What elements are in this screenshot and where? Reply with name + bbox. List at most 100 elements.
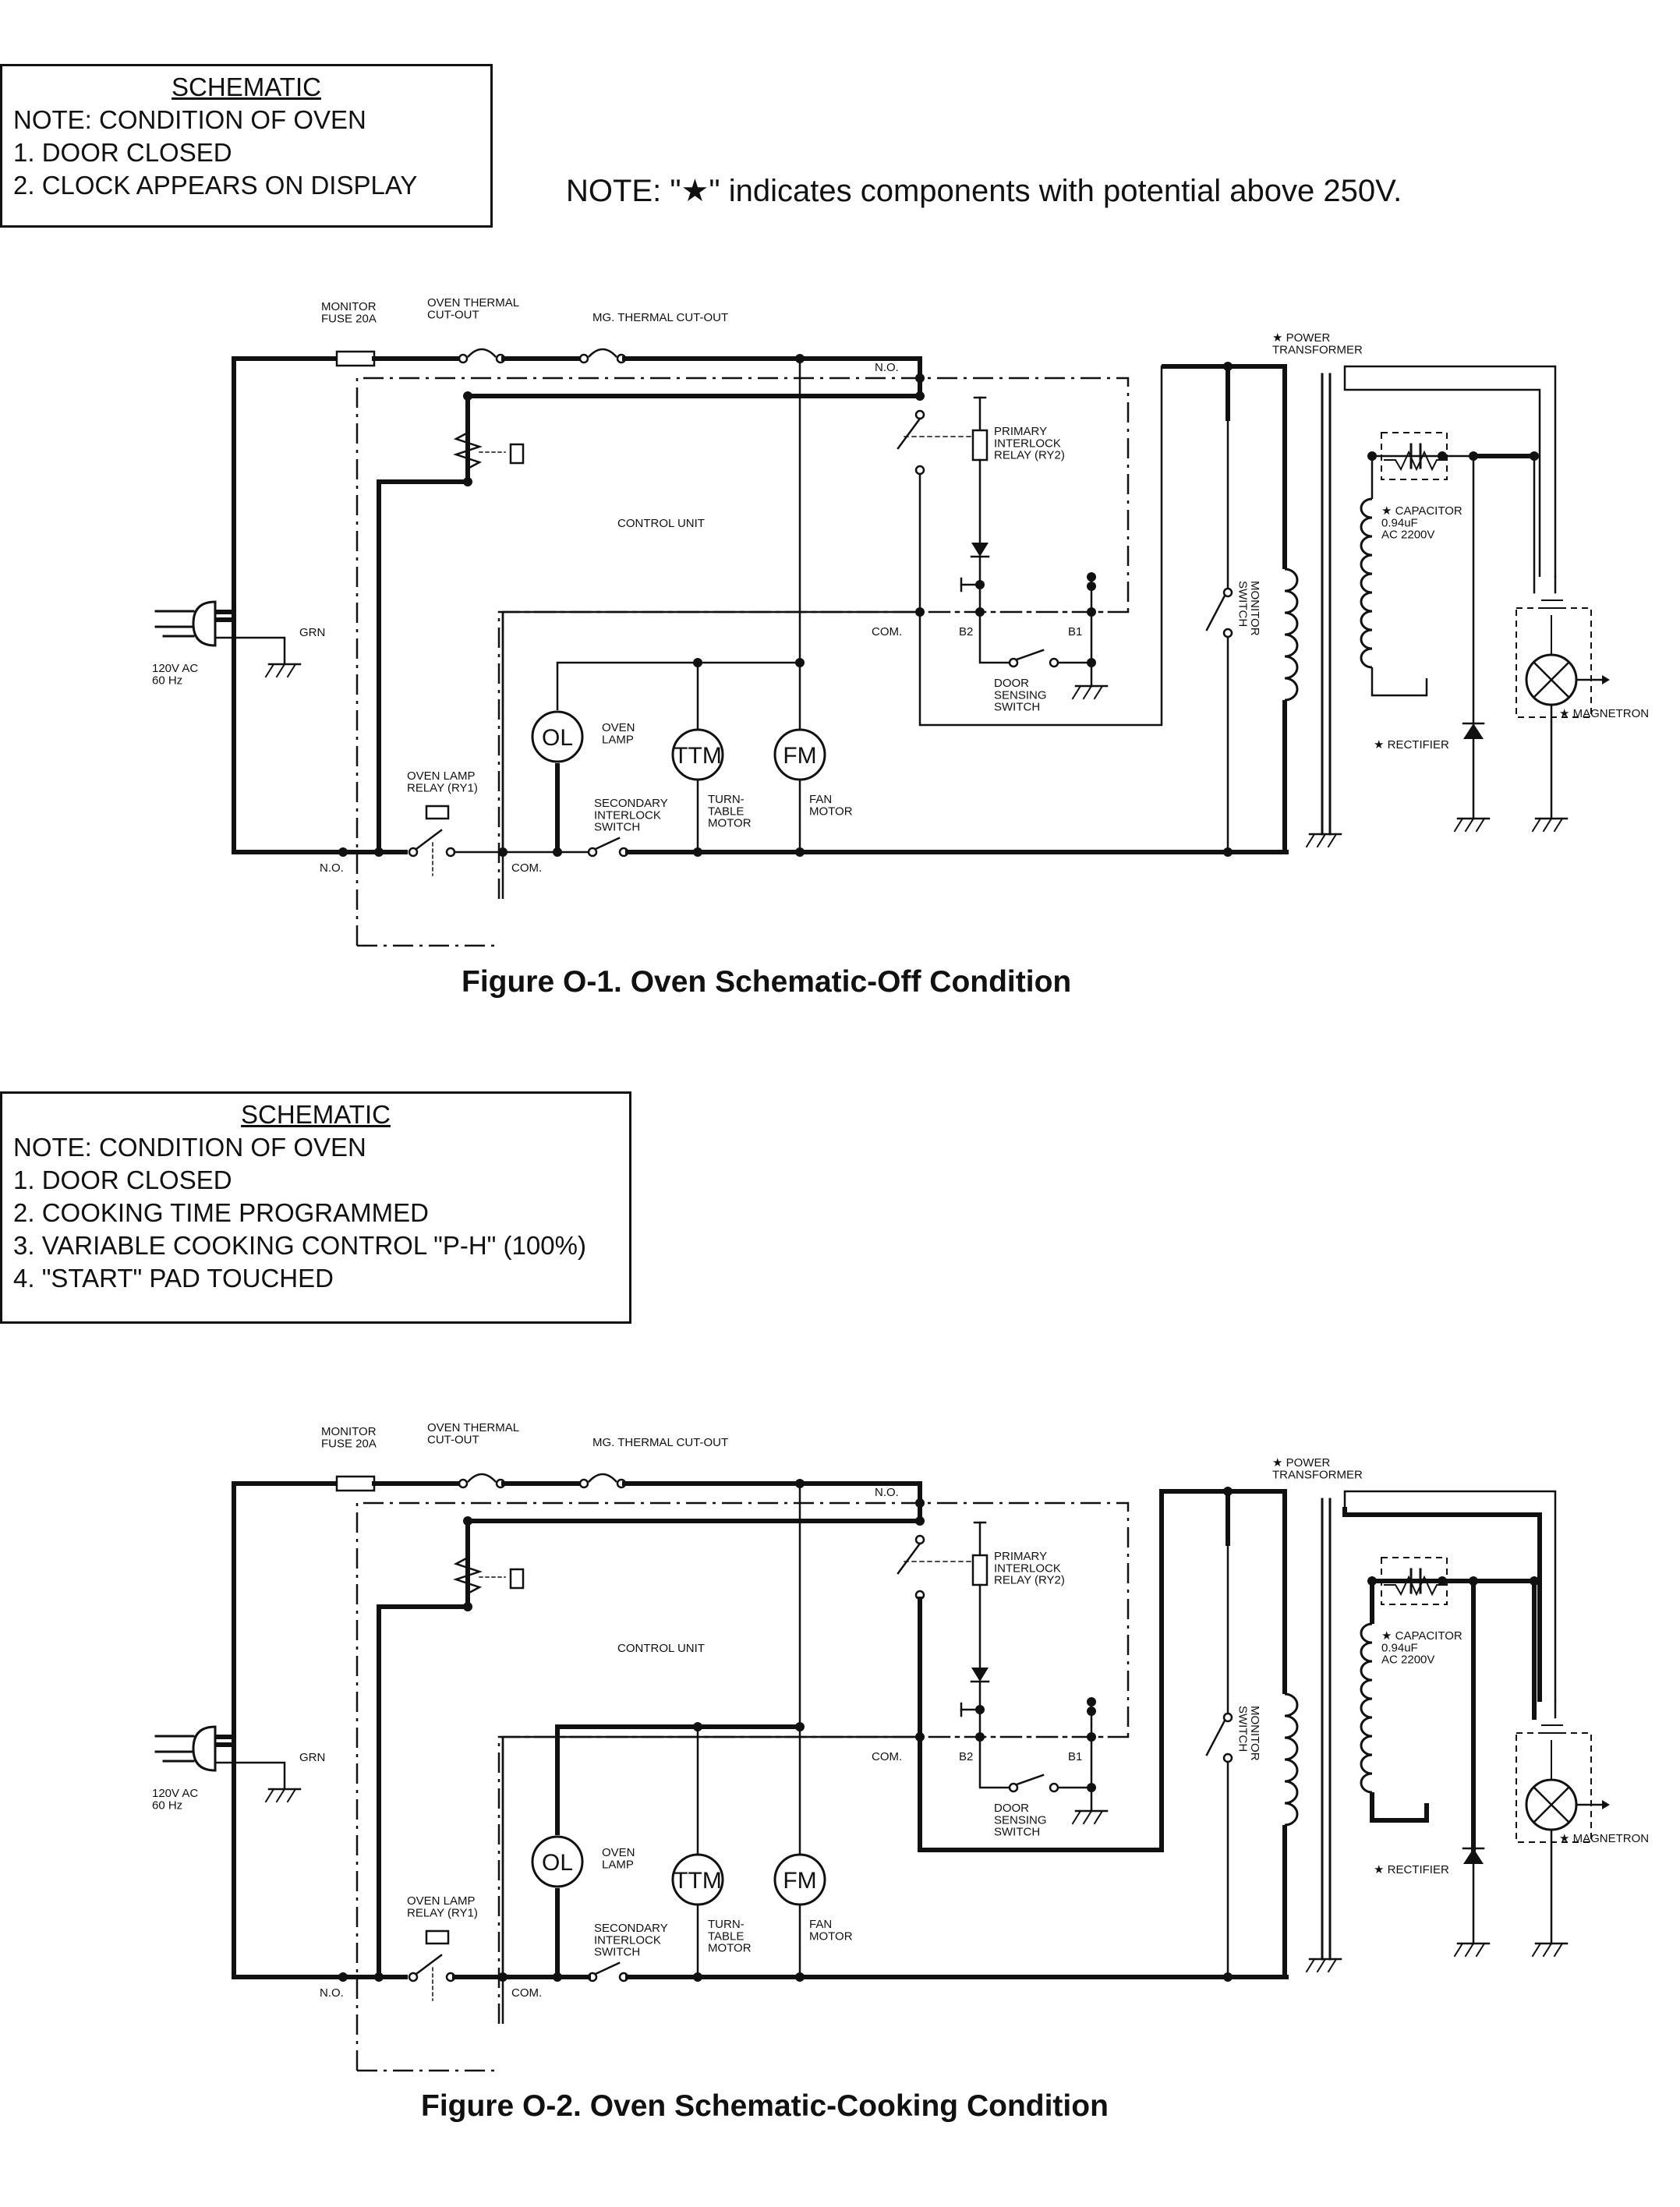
wire (1453, 1942, 1464, 1958)
junction-dot (1367, 451, 1377, 461)
junction-dot (1087, 1707, 1096, 1716)
oven-thermal-cutout (467, 348, 497, 358)
wire (1082, 1809, 1093, 1825)
mg-thermal-cutout (588, 348, 617, 358)
lamp-relay-coil (425, 1929, 450, 1945)
terminal (408, 1972, 419, 1982)
wire (1464, 1942, 1475, 1958)
terminal (458, 1478, 469, 1489)
fan-motor-fm-label: FM (783, 1868, 816, 1894)
wire (1553, 817, 1564, 833)
wire (1093, 684, 1104, 700)
terminal (408, 847, 419, 858)
junction-dot (463, 477, 472, 486)
wire (978, 1737, 1013, 1789)
b2-label: B2 (959, 1750, 973, 1763)
wire (286, 663, 297, 678)
wire (1071, 1809, 1082, 1825)
wire (1464, 817, 1475, 833)
wire (594, 836, 621, 851)
control-unit-label: CONTROL UNIT (617, 1642, 705, 1655)
note-line: NOTE: CONDITION OF OVEN (13, 105, 366, 134)
fan-motor-fm-label: FM (783, 743, 816, 769)
wire (918, 1489, 1232, 1852)
monitor-switch-label: MONITORSWITCH (1236, 1706, 1261, 1761)
terminal (914, 465, 925, 476)
wire (377, 479, 468, 852)
junction-dot (1087, 572, 1096, 582)
grn-label: GRN (299, 1751, 325, 1764)
note-line: 2. CLOCK APPEARS ON DISPLAY (13, 171, 418, 200)
junction-dot (975, 580, 985, 589)
b1-label: B1 (1068, 1750, 1082, 1763)
grn-label: GRN (299, 626, 325, 639)
wire (1232, 1489, 1287, 1694)
rectifier-label: ★ RECTIFIER (1374, 1863, 1449, 1876)
schematic-note-box-1: SCHEMATIC NOTE: CONDITION OF OVEN 1. DOO… (0, 64, 493, 228)
wire (1232, 364, 1287, 569)
bleeder-resistor (1384, 1575, 1446, 1597)
junction-dot (1223, 362, 1233, 371)
note-line: 2. COOKING TIME PROGRAMMED (13, 1198, 429, 1227)
junction-dot (1087, 582, 1096, 591)
wire (1015, 649, 1045, 661)
oven-thermal-cutout (467, 1473, 497, 1483)
junction-dot (1087, 1697, 1096, 1707)
wire (1370, 1792, 1429, 1823)
terminal (1222, 628, 1233, 638)
com-label: COM. (511, 861, 542, 875)
wire (1162, 1489, 1230, 1546)
rectifier-diode (1463, 1848, 1484, 1864)
wire (1162, 364, 1230, 421)
junction-dot (915, 1516, 925, 1526)
wire (215, 1761, 286, 1789)
monitor-switch-label: MONITORSWITCH (1236, 581, 1261, 636)
turntable-motor-ttm-label: TTM (674, 743, 722, 769)
bleeder-resistor (1384, 450, 1446, 472)
terminal (1222, 587, 1233, 598)
note-line: 4. "START" PAD TOUCHED (13, 1264, 334, 1293)
wire (275, 663, 286, 678)
note-line: NOTE: CONDITION OF OVEN (13, 1133, 366, 1162)
output-arrow (1602, 675, 1610, 684)
oven-lamp-ol-label: OL (542, 1850, 573, 1876)
wire (1205, 1719, 1226, 1756)
output-arrow (1602, 1800, 1610, 1809)
wire (1533, 661, 1570, 699)
relay-contact-icon (509, 1568, 525, 1590)
ac-plug (192, 600, 217, 647)
wire (1082, 684, 1093, 700)
wire (1228, 1825, 1287, 1979)
junction-dot (1438, 1576, 1447, 1586)
wire (1343, 365, 1557, 577)
control-unit-label: CONTROL UNIT (617, 517, 705, 530)
com-label: COM. (511, 1986, 542, 2000)
com-label: COM. (872, 625, 902, 638)
rectifier-diode (1463, 723, 1484, 739)
no-label: N.O. (320, 861, 344, 875)
schematic-note-box-2: SCHEMATIC NOTE: CONDITION OF OVEN 1. DOO… (0, 1091, 631, 1324)
wire (1533, 1786, 1570, 1823)
transformer-primary-coil (1284, 1692, 1299, 1827)
wire (415, 1954, 443, 1975)
com-label: COM. (872, 1750, 902, 1763)
junction-dot (1367, 1576, 1377, 1586)
wire (1327, 1958, 1338, 1973)
wire (1371, 667, 1428, 697)
wire (377, 1604, 468, 1977)
junction-dot (463, 391, 472, 401)
diode (971, 1668, 989, 1682)
transformer-secondary-coil (1360, 497, 1373, 669)
wire (1205, 594, 1226, 631)
